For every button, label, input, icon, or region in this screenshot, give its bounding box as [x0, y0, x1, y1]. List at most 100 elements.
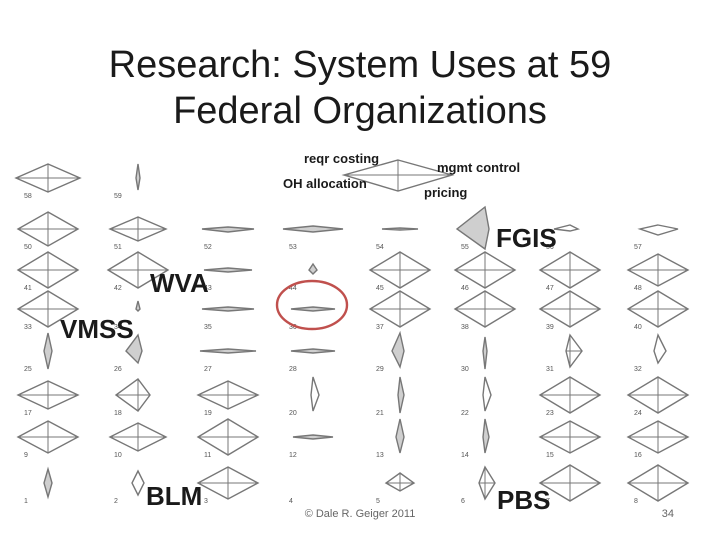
glyph-org-29: 29 — [376, 330, 405, 373]
glyph-shape — [553, 224, 581, 232]
glyph-shape — [455, 205, 490, 251]
callout-fgis: FGIS — [496, 223, 557, 253]
glyph-label: 29 — [376, 366, 384, 373]
glyph-org-31: 31 — [546, 333, 583, 373]
glyph-label: 42 — [114, 285, 122, 292]
glyph-org-50: 50 — [16, 211, 80, 251]
glyph-label: 56 — [546, 244, 554, 251]
glyph-label: 18 — [114, 410, 122, 417]
glyph-shape — [135, 163, 141, 191]
glyph-shape — [395, 418, 405, 454]
glyph-org-40: 40 — [626, 290, 690, 331]
glyph-label: 28 — [289, 366, 297, 373]
glyph-shape — [125, 333, 143, 365]
glyph-org-57: 57 — [634, 224, 679, 251]
glyph-shape — [199, 348, 257, 354]
glyph-org-22: 22 — [461, 376, 492, 417]
glyph-label: 1 — [24, 498, 28, 505]
glyph-label: 7 — [546, 498, 550, 505]
glyph-org-12: 12 — [289, 434, 334, 459]
glyph-label: 9 — [24, 452, 28, 459]
glyph-label: 4 — [289, 498, 293, 505]
glyph-org-42: 42 — [106, 251, 170, 292]
glyph-org-7: 7 — [538, 464, 602, 505]
glyph-org-33: 33 — [16, 290, 80, 331]
glyph-shape — [637, 224, 679, 236]
glyph-org-2: 2 — [114, 469, 145, 505]
glyph-label: 17 — [24, 410, 32, 417]
glyph-shape — [482, 336, 488, 370]
glyph-label: 15 — [546, 452, 554, 459]
legend-label-right: mgmt control — [437, 160, 520, 175]
copyright: © Dale R. Geiger 2011 — [304, 508, 416, 520]
glyph-label: 13 — [376, 452, 384, 459]
glyph-label: 5 — [376, 498, 380, 505]
glyph-label: 34 — [114, 324, 122, 331]
glyph-org-15: 15 — [538, 420, 602, 459]
glyph-org-8: 8 — [626, 464, 690, 505]
glyph-org-20: 20 — [289, 376, 320, 417]
glyph-label: 58 — [24, 193, 32, 200]
glyph-org-16: 16 — [626, 420, 690, 459]
glyph-org-10: 10 — [108, 422, 168, 459]
glyph-org-51: 51 — [108, 216, 168, 251]
glyph-label: 55 — [461, 244, 469, 251]
glyph-label: 47 — [546, 285, 554, 292]
glyph-label: 12 — [289, 452, 297, 459]
glyph-org-14: 14 — [461, 418, 490, 459]
glyph-label: 48 — [634, 285, 642, 292]
glyph-org-4: 4 — [289, 498, 293, 505]
glyph-org-5: 5 — [376, 472, 416, 505]
glyph-label: 2 — [114, 498, 118, 505]
glyph-org-34: 34 — [114, 300, 141, 331]
glyph-org-13: 13 — [376, 418, 405, 459]
glyph-label: 46 — [461, 285, 469, 292]
glyph-label: 51 — [114, 244, 122, 251]
glyph-label: 45 — [376, 285, 384, 292]
title-line-2: Federal Organizations — [173, 90, 547, 132]
glyph-shape — [203, 267, 253, 273]
callout-pbs: PBS — [497, 485, 550, 515]
callout-blm: BLM — [146, 481, 202, 511]
glyph-label: 6 — [461, 498, 465, 505]
glyph-org-54: 54 — [376, 227, 419, 251]
glyph-shape — [308, 262, 318, 275]
glyph-label: 37 — [376, 324, 384, 331]
glyph-shape — [292, 434, 334, 440]
glyph-label: 44 — [289, 285, 297, 292]
glyph-org-6: 6 — [461, 465, 496, 505]
glyph-org-44: 44 — [289, 262, 318, 292]
glyph-label: 27 — [204, 366, 212, 373]
glyph-label: 8 — [634, 498, 638, 505]
slide-title: Research: System Uses at 59 Federal Orga… — [60, 42, 660, 134]
glyph-label: 57 — [634, 244, 642, 251]
glyph-org-52: 52 — [201, 226, 255, 251]
glyph-shape — [290, 306, 336, 312]
page-number: 34 — [661, 508, 674, 520]
glyph-org-47: 47 — [538, 251, 602, 292]
glyph-shape — [310, 376, 320, 412]
glyph-label: 19 — [204, 410, 212, 417]
glyph-shape — [201, 306, 255, 312]
glyph-label: 22 — [461, 410, 469, 417]
glyph-label: 14 — [461, 452, 469, 459]
glyph-label: 40 — [634, 324, 642, 331]
glyph-org-38: 38 — [453, 290, 517, 331]
glyph-shape — [381, 227, 419, 231]
glyph-label: 53 — [289, 244, 297, 251]
glyph-label: 11 — [204, 452, 211, 459]
glyph-shape — [135, 300, 141, 312]
glyph-label: 23 — [546, 410, 554, 417]
glyph-shape — [131, 469, 145, 497]
legend-label-bottom: pricing — [424, 185, 467, 200]
glyph-org-9: 9 — [16, 420, 80, 459]
glyph-org-32: 32 — [634, 332, 667, 373]
glyph-org-45: 45 — [368, 251, 432, 292]
glyph-org-43: 43 — [203, 267, 253, 292]
glyph-org-58: 58 — [14, 163, 82, 200]
glyph-shape — [43, 332, 53, 370]
glyph-label: 31 — [546, 366, 554, 373]
glyph-shape — [391, 330, 405, 370]
glyph-org-56: 56 — [546, 224, 581, 251]
